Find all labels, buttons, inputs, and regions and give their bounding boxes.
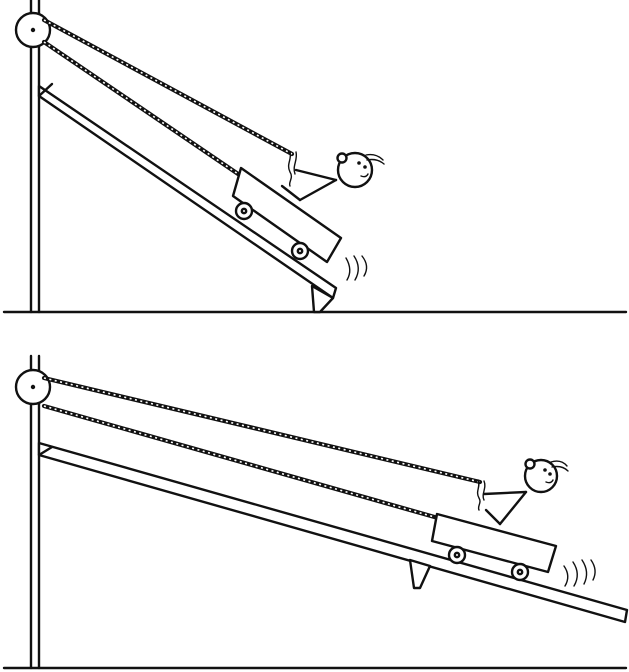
rope-upper bbox=[41, 375, 483, 485]
cart-wheel-front bbox=[290, 241, 310, 261]
cart-wheel-rear bbox=[447, 545, 467, 565]
ramp-support-block bbox=[310, 284, 335, 314]
ramp-board bbox=[37, 441, 629, 624]
cart bbox=[231, 166, 343, 264]
rope-lower bbox=[41, 403, 441, 521]
vertical-post bbox=[29, 0, 41, 314]
cart-body bbox=[231, 166, 343, 264]
panel-steep-ramp bbox=[2, 0, 628, 314]
rope-lower bbox=[41, 39, 247, 181]
motion-lines bbox=[563, 559, 596, 587]
pulley-wheel bbox=[14, 11, 52, 49]
rope-hook bbox=[287, 151, 298, 187]
rider-ear bbox=[524, 458, 536, 470]
ramp-support-block bbox=[408, 558, 432, 590]
cart-wheel-rear bbox=[234, 201, 254, 221]
stick-figure-rider bbox=[482, 458, 569, 526]
ramp-board bbox=[37, 82, 338, 300]
rider-hair bbox=[550, 460, 568, 467]
cart-body bbox=[430, 512, 558, 574]
rider-hair bbox=[365, 153, 384, 161]
panel-shallow-ramp bbox=[2, 354, 629, 670]
pulley-wheel bbox=[14, 368, 52, 406]
cart-wheel-front bbox=[510, 562, 530, 582]
rider-ear bbox=[336, 152, 348, 164]
rider-head bbox=[336, 151, 374, 189]
cart bbox=[430, 512, 558, 582]
motion-lines bbox=[345, 255, 368, 281]
stick-figure-rider bbox=[280, 151, 385, 202]
vertical-post bbox=[29, 354, 41, 670]
rope-hook bbox=[476, 479, 486, 511]
rope-upper bbox=[41, 17, 295, 157]
